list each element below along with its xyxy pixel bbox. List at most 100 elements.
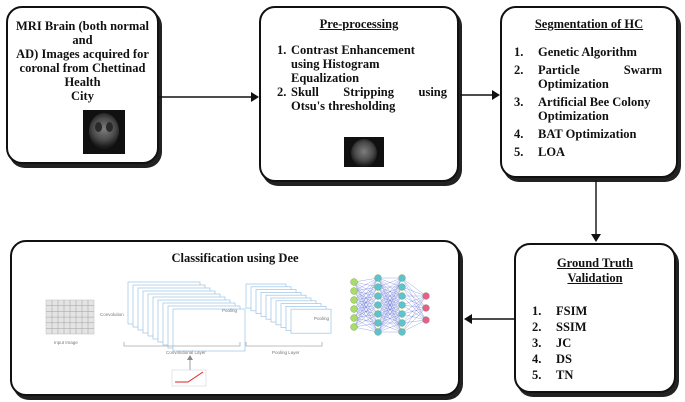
classification-title: Classification using Dee (171, 251, 299, 265)
item-line: Particle Swarm (538, 63, 662, 77)
ground-truth-title: Ground Truth Validation (516, 256, 674, 286)
item-number: 2. (277, 85, 287, 99)
pool-small-label: Pooling (222, 308, 238, 313)
item-line: Genetic Algorithm (538, 45, 637, 59)
list-item: 1. Genetic Algorithm (514, 45, 662, 59)
network-node (374, 310, 382, 318)
item-line: Otsu's thresholding (291, 99, 396, 113)
network-node (374, 319, 382, 327)
acquisition-line: MRI Brain (both normal and (16, 19, 149, 47)
input-image-grid (45, 299, 95, 335)
ground-truth-box: Ground Truth Validation 1.FSIM 2.SSIM 3.… (514, 243, 676, 393)
network-node (350, 305, 358, 313)
item-line: Optimization (538, 77, 609, 91)
list-item: 4. BAT Optimization (514, 127, 662, 141)
pool-feature-maps (245, 283, 332, 334)
list-item: 1. Contrast Enhancement using Histogram … (277, 43, 447, 85)
network-node (398, 310, 406, 318)
network-node (374, 328, 382, 336)
network-node (374, 283, 382, 291)
item-number: 1. (277, 43, 287, 57)
skull-stripped-image (344, 137, 384, 167)
acquisition-box: MRI Brain (both normal and AD) Images ac… (6, 6, 159, 164)
item-line: using Histogram (291, 57, 380, 71)
network-node (398, 319, 406, 327)
network-node (374, 292, 382, 300)
metrics-list: 1.FSIM 2.SSIM 3.JC 4.DS 5.TN (532, 304, 674, 382)
pool-small-label-2: Pooling (314, 316, 330, 321)
conv-small-label: Convolution (100, 312, 124, 317)
mri-coronal-image (83, 110, 125, 154)
network-node (398, 274, 406, 282)
network-node (374, 301, 382, 309)
network-node (398, 292, 406, 300)
metric-label: DS (556, 352, 572, 366)
pooled-map (290, 308, 332, 334)
network-node (350, 278, 358, 286)
arrow-preprocessing-to-segmentation (460, 90, 500, 100)
item-number: 1. (514, 45, 524, 59)
list-item: 2.SSIM (532, 320, 674, 334)
item-line: Equalization (291, 71, 360, 85)
list-item: 4.DS (532, 352, 674, 366)
list-item: 1.FSIM (532, 304, 674, 318)
list-item: 2. Particle Swarm Optimization (514, 63, 662, 91)
preprocessing-title: Pre-processing (319, 17, 399, 31)
list-item: 5.TN (532, 368, 674, 382)
fully-connected-network (350, 274, 430, 336)
title-line: Validation (567, 271, 623, 285)
item-line: Artificial Bee Colony (538, 95, 651, 109)
title-line: Ground Truth (556, 256, 634, 270)
network-node (422, 292, 430, 300)
conv-feature-maps (127, 281, 246, 352)
list-item: 3. Artificial Bee Colony Optimization (514, 95, 662, 123)
arrow-acquisition-to-preprocessing (159, 92, 259, 102)
acquisition-line: AD) Images acquired for (16, 47, 149, 61)
item-number: 4. (514, 127, 524, 141)
metric-label: JC (556, 336, 572, 350)
pool-layer-bracket (245, 342, 323, 347)
item-number: 3. (514, 95, 524, 109)
preprocessing-list: 1. Contrast Enhancement using Histogram … (277, 43, 447, 113)
pool-layer-label: Pooling Layer (272, 350, 300, 355)
network-node (422, 316, 430, 324)
network-node (398, 283, 406, 291)
network-node (350, 323, 358, 331)
list-item: 2. Skull Stripping using Otsu's threshol… (277, 85, 447, 113)
network-node (398, 328, 406, 336)
list-item: 3.JC (532, 336, 674, 350)
classification-box: Classification using Dee Input Image Con… (10, 240, 460, 396)
network-node (350, 314, 358, 322)
network-node (350, 287, 358, 295)
list-item: 5. LOA (514, 145, 662, 159)
item-number: 2. (514, 63, 524, 77)
segmentation-title: Segmentation of HC (534, 17, 644, 31)
item-line: Skull Stripping using (291, 85, 447, 99)
network-node (350, 296, 358, 304)
conv-layer-bracket (123, 342, 241, 347)
arrow-segmentation-to-ground-truth (591, 180, 601, 242)
acquisition-line: City (71, 89, 94, 103)
preprocessing-box: Pre-processing 1. Contrast Enhancement u… (259, 6, 459, 182)
item-line: BAT Optimization (538, 127, 637, 141)
segmentation-box: Segmentation of HC 1. Genetic Algorithm … (500, 6, 678, 178)
item-number: 5. (514, 145, 524, 159)
network-node (398, 301, 406, 309)
cnn-architecture-figure: Input Image Convolution Pooling Pooling … (45, 274, 430, 387)
network-node (374, 274, 382, 282)
metric-label: SSIM (556, 320, 587, 334)
metric-label: TN (556, 368, 574, 382)
input-image-label: Input Image (54, 340, 78, 345)
arrow-ground-truth-to-classification (464, 314, 514, 324)
feature-map (172, 308, 246, 352)
acquisition-line: coronal from Chettinad Health (19, 61, 146, 89)
item-line: LOA (538, 145, 566, 159)
item-line: Optimization (538, 109, 609, 123)
activation-inset (171, 355, 207, 387)
metric-label: FSIM (556, 304, 588, 318)
network-node (422, 304, 430, 312)
conv-layer-label: Convolutional Layer (166, 350, 206, 355)
acquisition-text: MRI Brain (both normal and AD) Images ac… (8, 8, 157, 103)
segmentation-list: 1. Genetic Algorithm 2. Particle Swarm O… (514, 45, 662, 159)
item-line: Contrast Enhancement (291, 43, 415, 57)
